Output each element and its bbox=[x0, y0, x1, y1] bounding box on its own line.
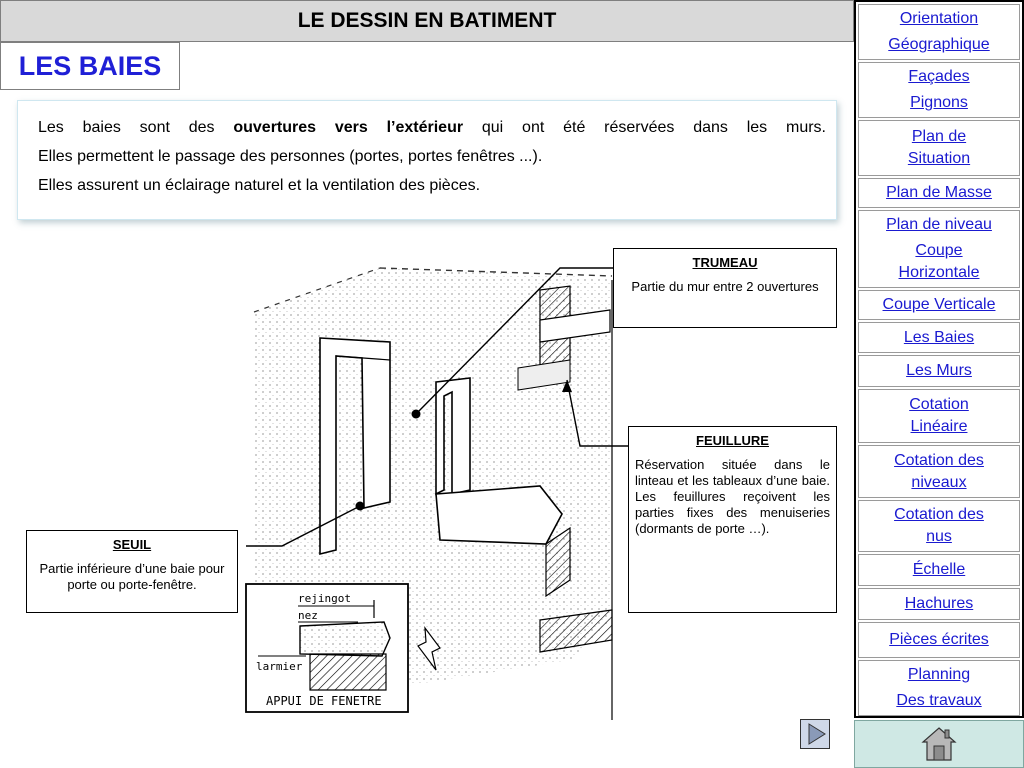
sidebar-item-label: Cotation des nus bbox=[894, 506, 984, 545]
callout-seuil: SEUIL Partie inférieure d’une baie pour … bbox=[26, 530, 238, 613]
window-wall-illustration: rejingot nez larmier APPUI DE FENETRE bbox=[245, 267, 613, 720]
callout-trumeau-title: TRUMEAU bbox=[692, 255, 758, 270]
label-rejingot: rejingot bbox=[298, 592, 351, 605]
sidebar-item-plan-situation[interactable]: Plan de Situation bbox=[858, 120, 1020, 176]
sidebar-item-cotation-nus[interactable]: Cotation des nus bbox=[858, 500, 1020, 552]
sidebar-item-label: Plan de niveau bbox=[886, 216, 992, 233]
label-larmier: larmier bbox=[256, 660, 303, 673]
sidebar-item-hachures[interactable]: Hachures bbox=[858, 588, 1020, 620]
sidebar-item-label: Plan de Masse bbox=[886, 184, 992, 201]
sidebar-item-label: Orientation bbox=[899, 10, 979, 27]
sidebar-item-label: Coupe Verticale bbox=[882, 296, 996, 313]
sidebar-item-les-murs[interactable]: Les Murs bbox=[858, 355, 1020, 387]
sidebar-item-label: Planning bbox=[907, 666, 971, 683]
sidebar-item-label: Plan de Situation bbox=[907, 128, 971, 167]
next-slide-button[interactable] bbox=[800, 719, 830, 749]
intro-line-1-bold: ouvertures vers l’extérieur bbox=[233, 119, 464, 136]
sidebar-item-pieces-ecrites[interactable]: Pièces écrites bbox=[858, 622, 1020, 658]
house-icon bbox=[921, 727, 957, 761]
sidebar-nav: Orientation Géographique Façades Pignons… bbox=[854, 0, 1024, 718]
sidebar-item-label: Les Baies bbox=[903, 328, 975, 346]
header-title: LE DESSIN EN BATIMENT bbox=[297, 9, 557, 32]
sidebar-item-label: Cotation des niveaux bbox=[894, 451, 984, 491]
label-nez: nez bbox=[298, 609, 318, 622]
callout-feuillure-title: FEUILLURE bbox=[696, 433, 769, 448]
intro-box: Les baies sont des ouvertures vers l’ext… bbox=[17, 100, 837, 220]
sidebar-item-cotation-niveaux[interactable]: Cotation des niveaux bbox=[858, 445, 1020, 498]
sidebar-item-echelle[interactable]: Échelle bbox=[858, 554, 1020, 586]
sidebar-item-label: Cotation Linéaire bbox=[909, 396, 969, 435]
sidebar-item-label: Pièces écrites bbox=[889, 631, 989, 648]
sidebar-item-plan-masse[interactable]: Plan de Masse bbox=[858, 178, 1020, 208]
callout-seuil-text: Partie inférieure d’une baie pour porte … bbox=[39, 561, 225, 592]
callout-trumeau-text: Partie du mur entre 2 ouvertures bbox=[631, 279, 819, 294]
sidebar-item-label: Coupe Horizontale bbox=[898, 242, 980, 281]
sidebar-item-label: Les Murs bbox=[906, 362, 972, 379]
sidebar-item-facades[interactable]: Façades Pignons bbox=[858, 62, 1020, 118]
callout-feuillure-text: Réservation située dans le linteau et le… bbox=[635, 457, 830, 536]
sidebar-item-planning[interactable]: Planning Des travaux bbox=[858, 660, 1020, 716]
intro-line-2: Elles permettent le passage des personne… bbox=[38, 148, 543, 165]
callout-seuil-title: SEUIL bbox=[112, 537, 152, 552]
sidebar-item-label: Façades bbox=[908, 68, 970, 85]
sidebar-item-label: Géographique bbox=[888, 36, 990, 53]
sidebar-item-les-baies[interactable]: Les Baies bbox=[858, 322, 1020, 353]
home-button[interactable] bbox=[854, 720, 1024, 768]
intro-line-3: Elles assurent un éclairage naturel et l… bbox=[38, 177, 481, 194]
intro-line-1: Les baies sont des ouvertures vers l’ext… bbox=[38, 115, 826, 141]
sidebar-item-cotation-lineaire[interactable]: Cotation Linéaire bbox=[858, 389, 1020, 443]
intro-line-1-pre: Les baies sont des bbox=[38, 119, 234, 136]
sidebar-item-label: Des travaux bbox=[896, 692, 982, 709]
play-triangle-icon bbox=[808, 723, 826, 745]
sidebar-item-label: Hachures bbox=[904, 595, 974, 612]
intro-line-1-post: qui ont été réservées dans les murs. bbox=[463, 119, 826, 136]
sidebar-item-label: Pignons bbox=[910, 94, 968, 111]
header-bar: LE DESSIN EN BATIMENT bbox=[0, 0, 854, 42]
callout-feuillure: FEUILLURE Réservation située dans le lin… bbox=[628, 426, 837, 613]
sidebar-item-plan-niveau[interactable]: Plan de niveau Coupe Horizontale bbox=[858, 210, 1020, 288]
sidebar-item-coupe-verticale[interactable]: Coupe Verticale bbox=[858, 290, 1020, 320]
sidebar-item-orientation[interactable]: Orientation Géographique bbox=[858, 4, 1020, 60]
sidebar-item-label: Échelle bbox=[912, 561, 966, 578]
callout-trumeau: TRUMEAU Partie du mur entre 2 ouvertures bbox=[613, 248, 837, 328]
label-appui: APPUI DE FENETRE bbox=[266, 694, 382, 708]
page-title: LES BAIES bbox=[0, 42, 180, 90]
